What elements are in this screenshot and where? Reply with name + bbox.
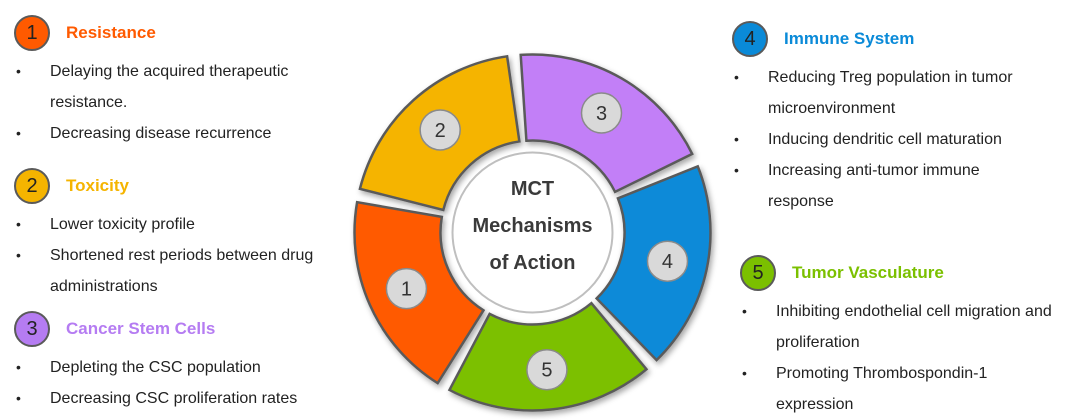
list-item: Inducing dendritic cell maturation xyxy=(732,124,1062,155)
ring-segment-label: 2 xyxy=(435,120,446,142)
section-immune-system: 4 Immune System Reducing Treg population… xyxy=(732,20,1062,217)
number-badge: 3 xyxy=(14,311,50,347)
list-item: Inhibiting endothelial cell migration an… xyxy=(740,296,1065,358)
number-badge: 1 xyxy=(14,15,50,51)
list-item: Delaying the acquired therapeutic resist… xyxy=(14,56,340,118)
ring-segment-badge xyxy=(526,348,568,391)
center-title-line1: MCT xyxy=(511,178,554,200)
number-badge: 5 xyxy=(740,255,776,291)
mechanism-ring: 1 2 3 4 5 MCT Mechanisms of Action xyxy=(353,53,712,412)
ring-segment-label: 1 xyxy=(401,279,412,301)
section-cancer-stem-cells: 3 Cancer Stem Cells Depleting the CSC po… xyxy=(14,310,354,414)
list-item: Decreasing disease recurrence xyxy=(14,118,344,149)
section-header: 5 Tumor Vasculature xyxy=(740,254,1060,292)
section-title: Immune System xyxy=(784,29,915,48)
section-header: 2 Toxicity xyxy=(14,167,344,205)
list-item: Shortened rest periods between drug admi… xyxy=(14,240,320,302)
ring-segments: 1 2 3 4 5 xyxy=(353,53,712,412)
section-header: 3 Cancer Stem Cells xyxy=(14,310,354,348)
section-header: 1 Resistance xyxy=(14,14,344,52)
section-title: Tumor Vasculature xyxy=(792,263,944,282)
section-title: Resistance xyxy=(66,23,156,42)
ring-segment-badge xyxy=(385,267,428,310)
bullet-list: Lower toxicity profile Shortened rest pe… xyxy=(14,209,344,302)
bullet-list: Delaying the acquired therapeutic resist… xyxy=(14,56,344,149)
list-item: Lower toxicity profile xyxy=(14,209,344,240)
list-item: Increasing anti-tumor immune response xyxy=(732,155,1048,217)
list-item: Promoting Thrombospondin-1 expression xyxy=(740,358,1036,420)
section-resistance: 1 Resistance Delaying the acquired thera… xyxy=(14,14,344,149)
section-title: Toxicity xyxy=(66,176,129,195)
center-title-line2: Mechanisms xyxy=(472,215,592,237)
ring-segment-label: 3 xyxy=(596,103,607,125)
bullet-list: Depleting the CSC population Decreasing … xyxy=(14,352,354,414)
bullet-list: Inhibiting endothelial cell migration an… xyxy=(740,296,1060,420)
ring-segment-badge xyxy=(580,92,623,134)
section-title: Cancer Stem Cells xyxy=(66,319,216,338)
ring-segment-badge xyxy=(419,109,461,151)
bullet-list: Reducing Treg population in tumor microe… xyxy=(732,62,1062,217)
section-tumor-vasculature: 5 Tumor Vasculature Inhibiting endotheli… xyxy=(740,254,1060,420)
center-title-line3: of Action xyxy=(490,252,576,274)
center-circle xyxy=(451,151,614,314)
number-badge: 4 xyxy=(732,21,768,57)
section-header: 4 Immune System xyxy=(732,20,1062,58)
ring-segment-badge xyxy=(646,240,689,282)
list-item: Reducing Treg population in tumor microe… xyxy=(732,62,1058,124)
section-toxicity: 2 Toxicity Lower toxicity profile Shorte… xyxy=(14,167,344,302)
list-item: Depleting the CSC population xyxy=(14,352,354,383)
ring-segment-label: 4 xyxy=(662,251,673,273)
ring-segment-label: 5 xyxy=(541,360,552,382)
list-item: Decreasing CSC proliferation rates xyxy=(14,383,354,414)
number-badge: 2 xyxy=(14,168,50,204)
